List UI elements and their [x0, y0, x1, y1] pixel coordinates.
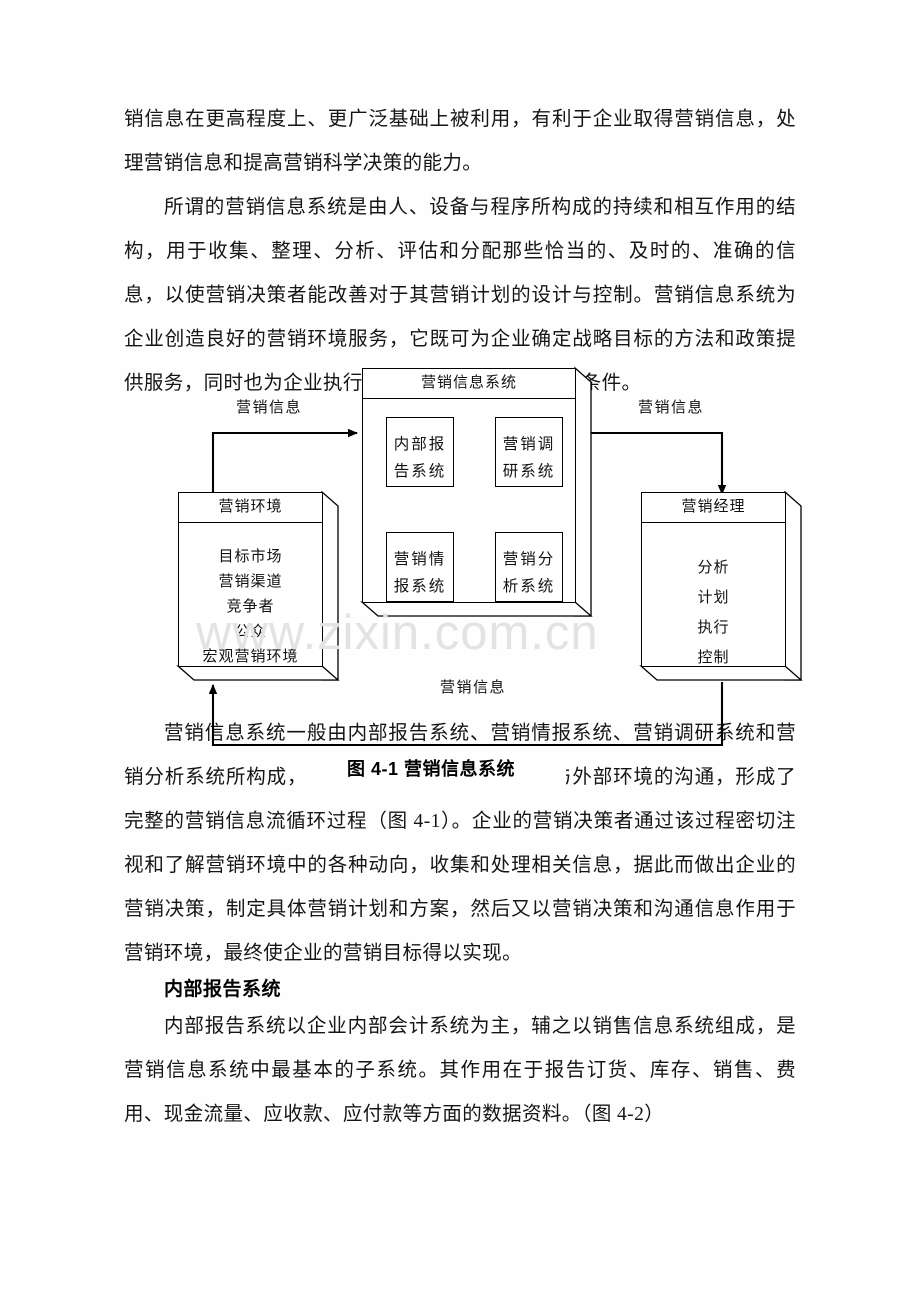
subsystem-internal-report: 内部报 告系统 [386, 417, 454, 487]
marketing-environment-box: 营销环境 目标市场 营销渠道 竞争者 公众 宏观营销环境 [176, 490, 340, 688]
environment-item-macro-environment: 宏观营销环境 [202, 649, 299, 665]
subsystem-marketing-analysis-line1: 营销分 [502, 551, 556, 568]
figure-caption: 图 4-1 营销信息系统 [296, 752, 566, 786]
subsystem-marketing-intelligence-line2: 报系统 [393, 578, 447, 595]
mis-box-3d-shadow [360, 366, 593, 617]
manager-item-analysis: 分析 [697, 560, 730, 576]
subsystem-internal-report-line1: 内部报 [393, 436, 447, 453]
manager-box-3d-shadow [639, 490, 803, 681]
environment-item-marketing-channel: 营销渠道 [218, 574, 283, 590]
environment-box-3d-shadow [176, 490, 340, 681]
subsystem-marketing-research-line1: 营销调 [502, 436, 556, 453]
marketing-manager-title: 营销经理 [642, 493, 785, 523]
paragraph-4: 内部报告系统以企业内部会计系统为主，辅之以销售信息系统组成，是营销信息系统中最基… [124, 1016, 796, 1125]
subsystem-marketing-research: 营销调 研系统 [495, 417, 563, 487]
environment-item-public: 公众 [234, 624, 267, 640]
arrow-internal-report-analysis-diagonal [443, 479, 518, 533]
environment-item-target-market: 目标市场 [218, 549, 283, 565]
subsystem-marketing-intelligence-line1: 营销情 [393, 551, 447, 568]
manager-item-planning: 计划 [697, 590, 730, 606]
marketing-manager-box: 营销经理 分析 计划 执行 控制 [639, 490, 803, 688]
subsystem-internal-report-line2: 告系统 [393, 463, 447, 480]
paragraph-1: 销信息在更高程度上、更广泛基础上被利用，有利于企业取得营销信息，处理营销信息和提… [124, 109, 796, 174]
section-heading-internal-report-system: 内部报告系统 [164, 979, 282, 1000]
subsystem-marketing-research-line2: 研系统 [502, 463, 556, 480]
environment-item-competitors: 竞争者 [226, 599, 275, 615]
paragraph-2: 所谓的营销信息系统是由人、设备与程序所构成的持续和相互作用的结构，用于收集、整理… [124, 197, 796, 394]
manager-item-execution: 执行 [697, 620, 730, 636]
watermark: www.zixin.com.cn [196, 606, 599, 660]
subsystem-marketing-analysis-line2: 析系统 [502, 578, 556, 595]
arrow-environment-to-mis [211, 428, 358, 500]
manager-item-control: 控制 [697, 650, 730, 666]
subsystem-marketing-intelligence: 营销情 报系统 [386, 532, 454, 602]
arrow-mis-to-manager [582, 431, 727, 495]
subsystem-marketing-analysis: 营销分 析系统 [495, 532, 563, 602]
marketing-environment-title: 营销环境 [179, 493, 322, 523]
arrow-research-intelligence-diagonal [451, 479, 526, 533]
flow-label-bottom: 营销信息 [440, 680, 507, 696]
